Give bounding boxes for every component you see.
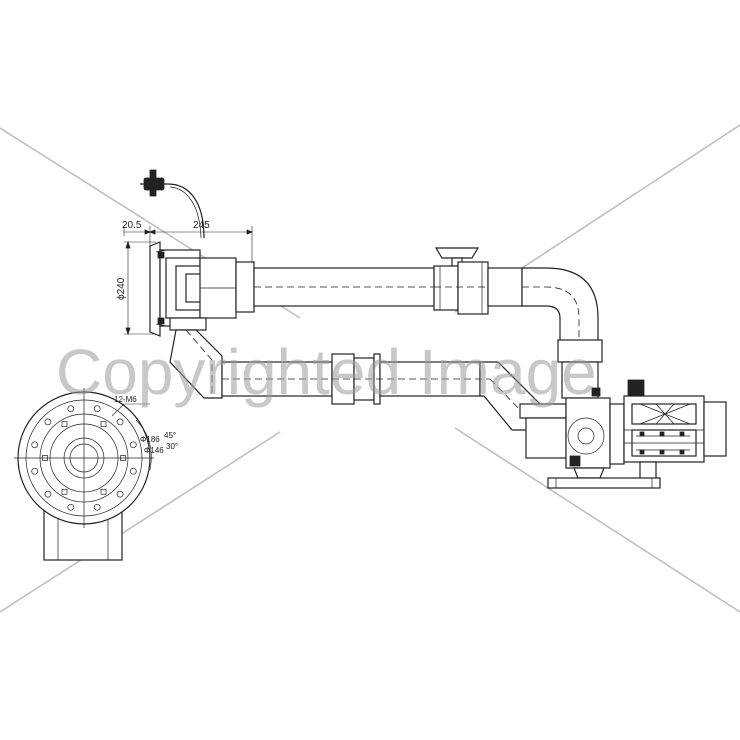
lower-pipe (221, 353, 541, 431)
bolt-hole (116, 418, 124, 426)
watermark-text: Copyrighted Image (56, 336, 597, 408)
inner-bolt (120, 455, 126, 461)
top-dimensions: 20.5 245 (122, 220, 254, 266)
dimension-length: 245 (193, 220, 210, 231)
bolt-hole (67, 503, 75, 511)
bolt-hole (67, 405, 75, 413)
label-bolts: 12-M6 (114, 395, 137, 404)
upper-pipe-right (487, 267, 599, 347)
upper-pipe (253, 267, 435, 307)
inner-bolt (61, 488, 68, 495)
inner-bolt (61, 421, 68, 428)
control-switch (140, 169, 205, 239)
bolt-hole (44, 418, 52, 426)
wall-flange (149, 241, 255, 337)
ball-valve (433, 247, 500, 315)
bolt-hole (44, 490, 52, 498)
label-angle: 45° (164, 431, 176, 440)
inner-bolt (100, 421, 107, 428)
base-flange-view: 12-M6 Φ186 45° Φ146 30° (14, 388, 178, 561)
inner-bolt (100, 488, 107, 495)
pump-body (519, 339, 625, 479)
diameter-dimension: ϕ240 (116, 240, 156, 336)
pump-base (547, 477, 661, 489)
bolt-holes (31, 405, 137, 511)
bolt-hole (129, 467, 137, 475)
label-outer: Φ146 (144, 446, 164, 455)
inner-bolt (42, 455, 48, 461)
lower-inlet-elbow (169, 329, 223, 399)
label-outer-angle: 30° (166, 442, 178, 451)
bolt-hole (93, 503, 101, 511)
bolt-hole (31, 467, 39, 475)
bolt-hole (116, 490, 124, 498)
motor (623, 379, 727, 481)
bolt-hole (31, 441, 39, 449)
label-bolt-circle: Φ186 (140, 435, 160, 444)
dimension-offset: 20.5 (122, 220, 142, 231)
dimension-diameter: ϕ240 (116, 277, 127, 300)
bolt-hole (93, 405, 101, 413)
bolt-hole (129, 441, 137, 449)
